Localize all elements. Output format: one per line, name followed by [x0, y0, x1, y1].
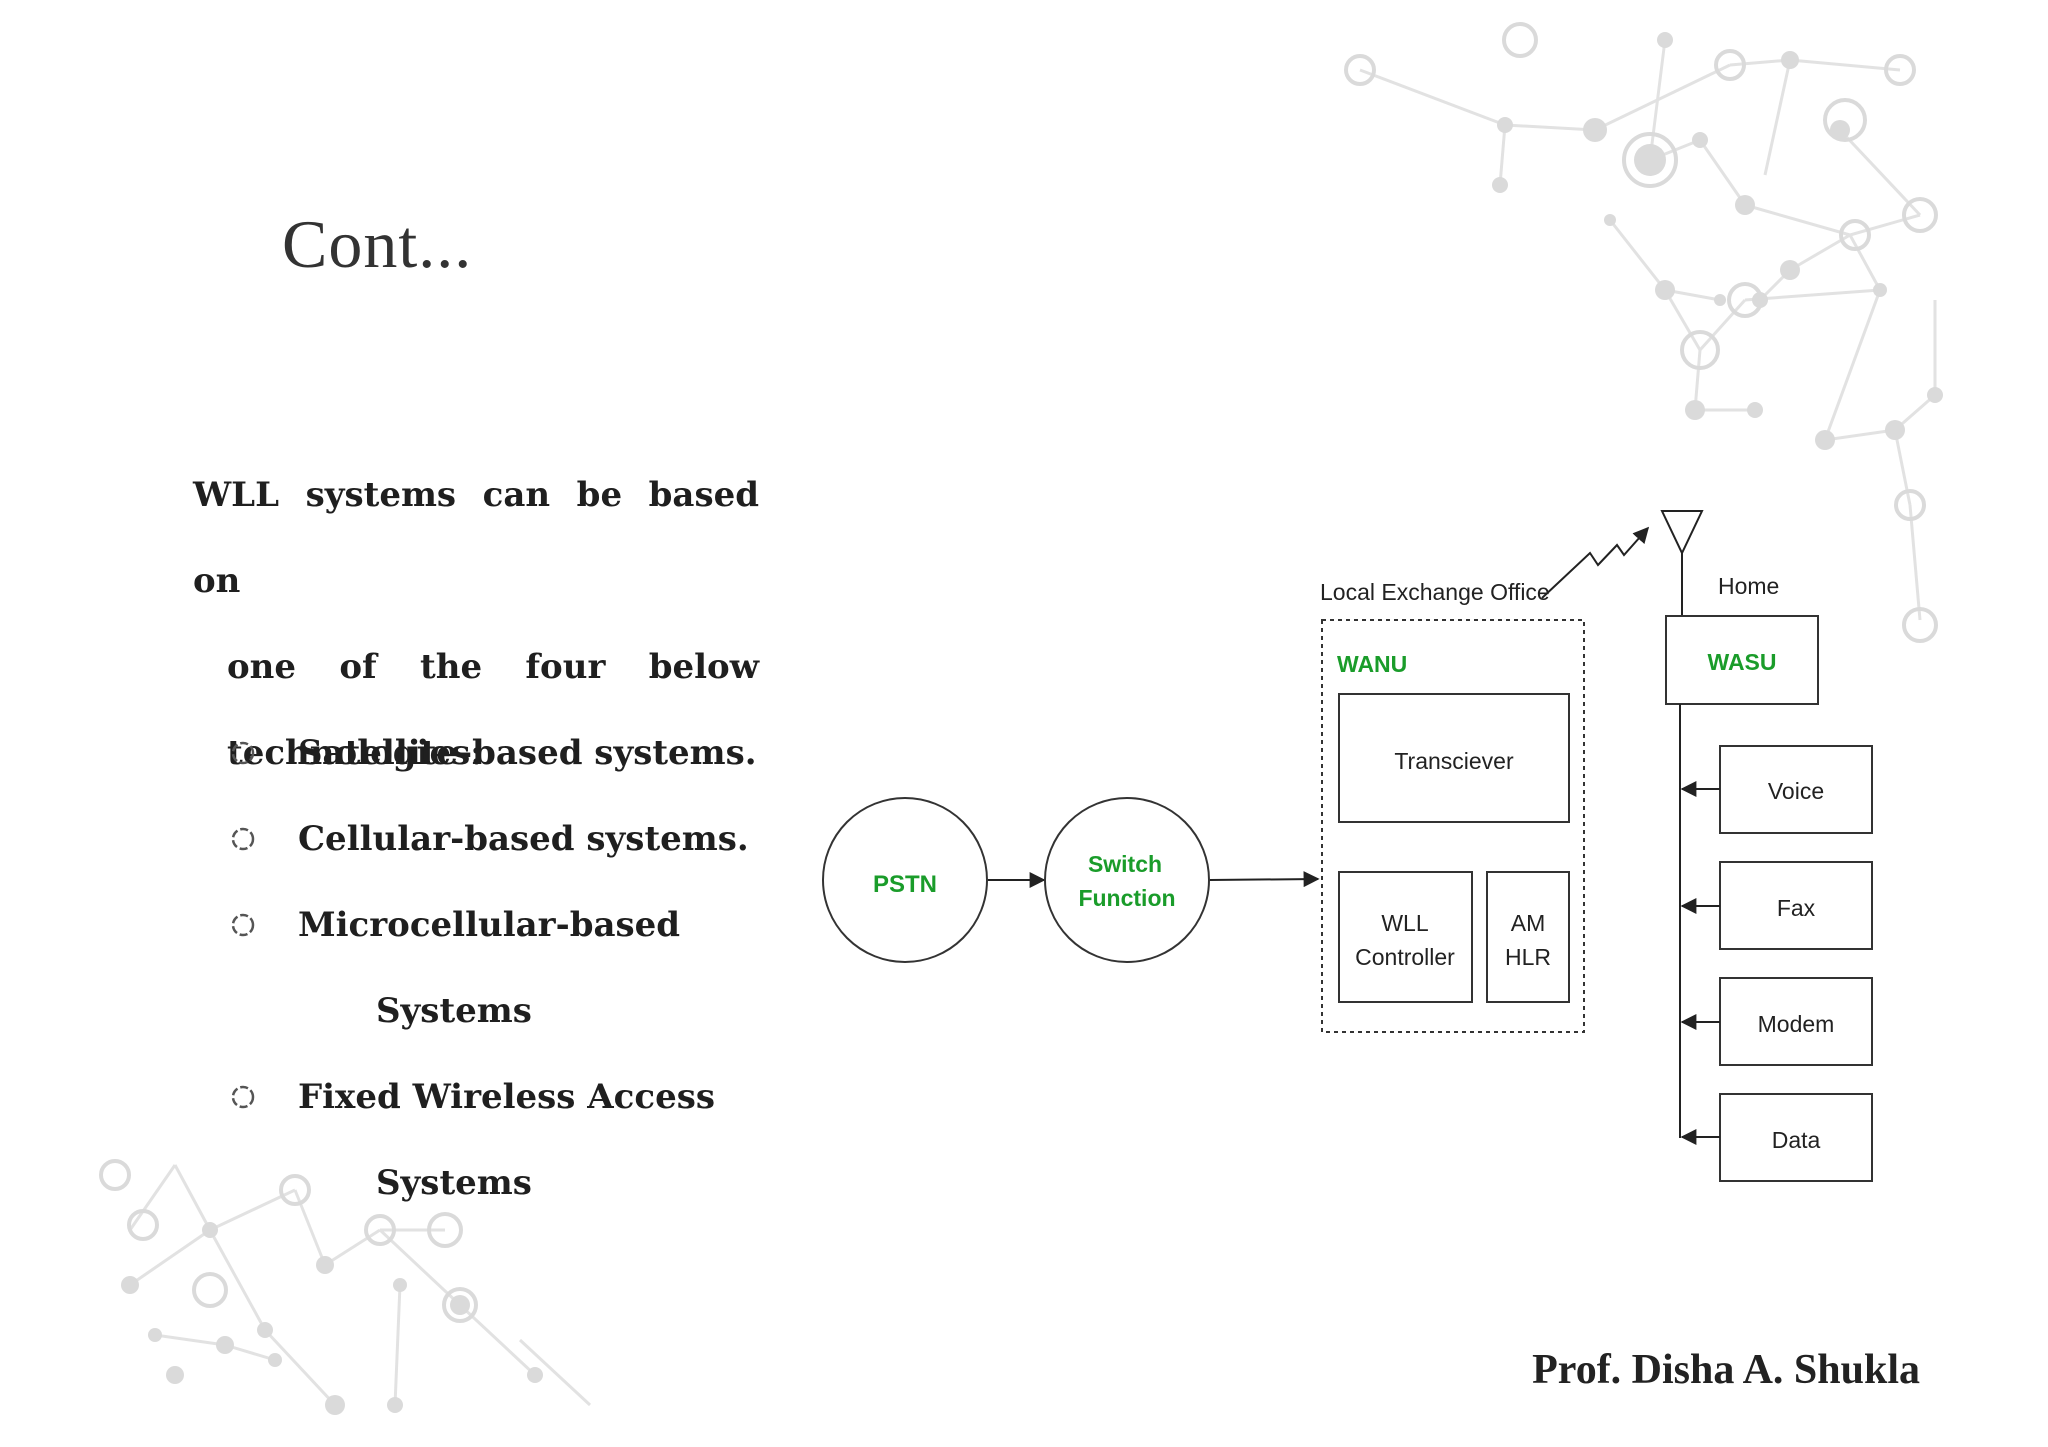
wll-label-line2: Controller: [1355, 944, 1455, 970]
am-hlr-box: [1486, 871, 1570, 1003]
pstn-label: PSTN: [873, 871, 937, 898]
modem-label: Modem: [1758, 1011, 1835, 1037]
voice-label: Voice: [1768, 778, 1824, 804]
list-item-text: Satellite-based systems.: [298, 733, 757, 773]
wll-label-line1: WLL: [1381, 910, 1429, 936]
list-item-text: Systems: [376, 1163, 532, 1203]
voice-box: [1719, 745, 1873, 834]
wasu-label: WASU: [1708, 649, 1777, 675]
switch-to-exchange-arrow: [1209, 871, 1320, 888]
list-item-continuation: Systems: [230, 968, 757, 1054]
bullet-ring-icon: [231, 827, 255, 851]
transceiver-label: Transciever: [1394, 748, 1514, 774]
wasu-box: [1665, 615, 1819, 705]
local-exchange-boundary: [1321, 619, 1585, 1033]
device-voice: Voice: [1680, 745, 1873, 834]
local-exchange-label: Local Exchange Office: [1320, 579, 1550, 605]
device-data: Data: [1680, 1093, 1873, 1182]
am-label-line1: AM: [1511, 910, 1546, 936]
home-label: Home: [1718, 573, 1779, 599]
slide-title: Cont...: [282, 206, 473, 282]
list-item-text: Cellular-based systems.: [298, 819, 749, 859]
switch-label-line1: Switch: [1088, 851, 1162, 877]
am-label-line2: HLR: [1505, 944, 1551, 970]
list-item: Cellular-based systems.: [230, 796, 757, 882]
device-fax: Fax: [1680, 861, 1873, 950]
list-item: Microcellular-based: [230, 882, 757, 968]
pstn-node: [822, 797, 988, 963]
wanu-label: WANU: [1337, 651, 1407, 677]
list-item: Satellite-based systems.: [230, 710, 757, 796]
intro-paragraph: WLL systems can be based on one of the f…: [193, 452, 759, 796]
wll-controller-box: [1338, 871, 1473, 1003]
technology-list: Satellite-based systems. Cellular-based …: [230, 710, 757, 1226]
switch-label-line2: Function: [1078, 885, 1175, 911]
list-item-text: Microcellular-based: [298, 905, 681, 945]
list-item: Fixed Wireless Access: [230, 1054, 757, 1140]
list-item-continuation: Systems: [230, 1140, 757, 1226]
list-item-text: Systems: [376, 991, 532, 1031]
transceiver-box: [1338, 693, 1570, 823]
bullet-ring-icon: [231, 741, 255, 765]
list-item-text: Fixed Wireless Access: [298, 1077, 715, 1117]
intro-line: technologies:: [227, 733, 483, 773]
device-modem: Modem: [1680, 977, 1873, 1066]
antenna-icon: [1660, 510, 1704, 556]
bullet-ring-icon: [231, 913, 255, 937]
modem-box: [1719, 977, 1873, 1066]
switch-function-node: [1044, 797, 1210, 963]
intro-line: WLL systems can be based on: [193, 475, 759, 601]
author-name: Prof. Disha A. Shukla: [1532, 1347, 1920, 1393]
bullet-ring-icon: [231, 1085, 255, 1109]
fax-label: Fax: [1777, 895, 1816, 921]
intro-line: one of the four below: [227, 647, 759, 687]
fax-box: [1719, 861, 1873, 950]
data-label: Data: [1772, 1127, 1821, 1153]
wireless-link-icon: [1541, 526, 1650, 599]
